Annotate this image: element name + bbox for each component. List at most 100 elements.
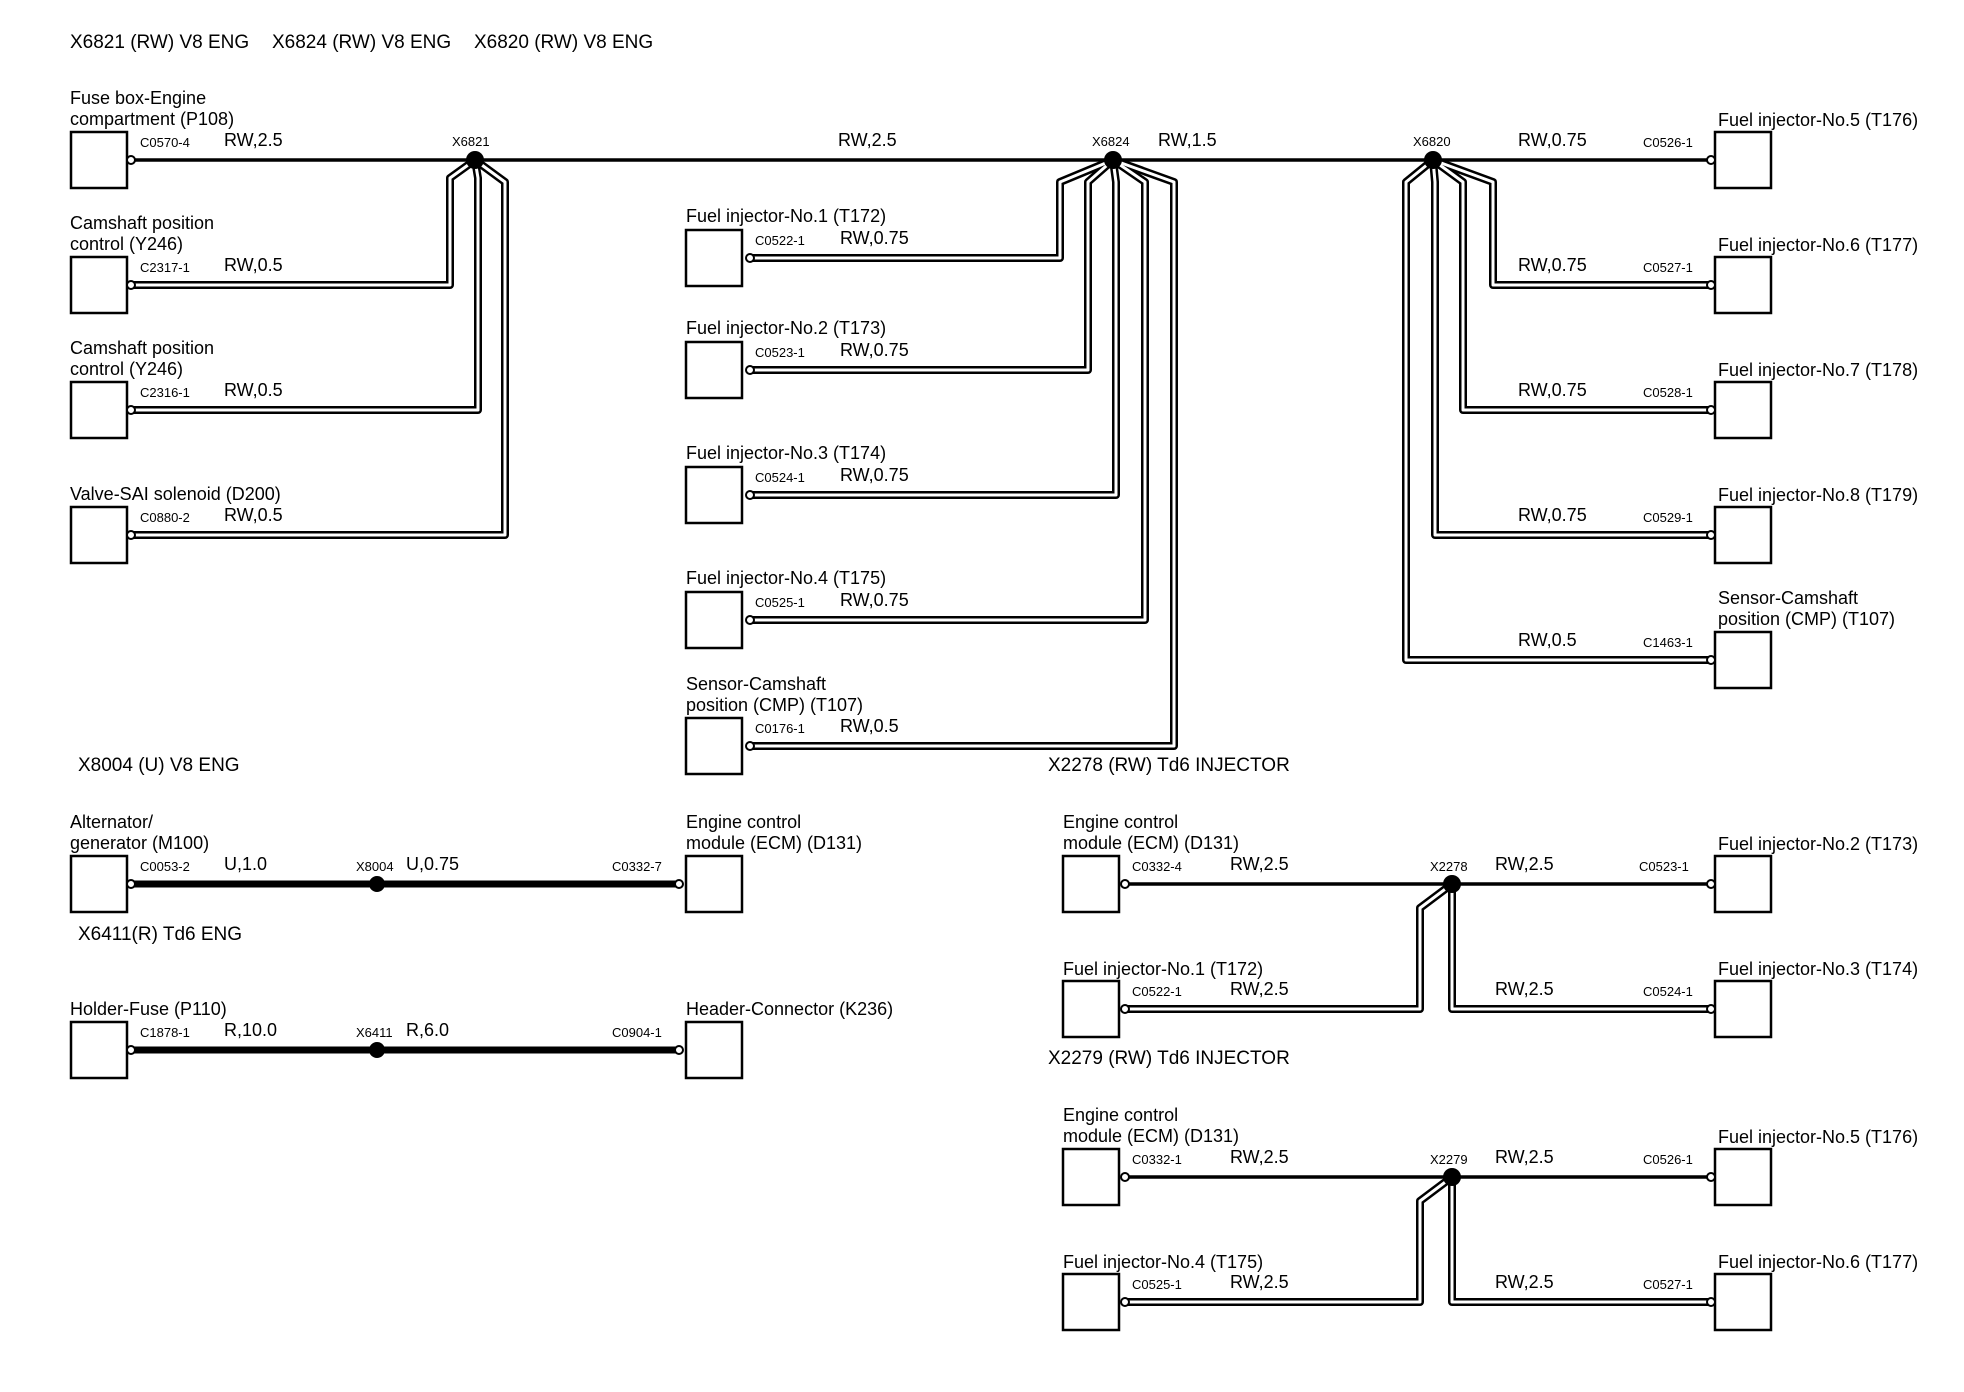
splice-label-x6820: X6820 [1413,134,1451,149]
component-label: Fuel injector-No.6 (T177) [1718,1252,1918,1272]
terminal [1706,405,1716,415]
component-box [1713,854,1773,914]
component-fuel-injector-6-t177: Fuel injector-No.6 (T177) C0527-1 RW,0.7… [1518,235,1918,315]
terminal [674,879,684,889]
section-title-x2279: X2279 (RW) Td6 INJECTOR [1048,1048,1290,1069]
pin-label: C0880-2 [140,510,190,525]
terminal [674,1045,684,1055]
pin-label: C0522-1 [755,233,805,248]
component-label: Fuel injector-No.2 (T173) [1718,834,1918,854]
component-label: Fuel injector-No.4 (T175) [1063,1252,1263,1272]
component-label: Alternator/ [70,812,153,832]
wire-label-x8004-out: U,0.75 [406,854,459,874]
pin-label: C0525-1 [1132,1277,1182,1292]
wire-label: RW,0.75 [1518,255,1587,275]
pin-label: C0904-1 [612,1025,662,1040]
wire-label: RW,2.5 [1230,854,1289,874]
wire-label: RW,0.75 [1518,130,1587,150]
terminal [1706,1172,1716,1182]
splice-x2279 [1443,1168,1461,1186]
header-x6824: X6824 (RW) V8 ENG [272,32,451,53]
splice-x6824 [1104,151,1122,169]
component-box [684,228,744,288]
pin-label: C0523-1 [755,345,805,360]
pin-label: C0525-1 [755,595,805,610]
splice-x8004 [369,876,385,892]
component-label: Fuel injector-No.3 (T174) [686,443,886,463]
terminal [745,741,755,751]
terminal [1706,155,1716,165]
terminal [745,365,755,375]
pin-label: C0176-1 [755,721,805,736]
component-label: Engine control [1063,1105,1178,1125]
component-label: Sensor-Camshaft [1718,588,1858,608]
wire-label: R,10.0 [224,1020,277,1040]
terminal [126,879,136,889]
component-box [69,1020,129,1080]
component-box [1061,979,1121,1039]
terminal [1120,1004,1130,1014]
terminal [745,490,755,500]
wire-label: RW,0.75 [1518,380,1587,400]
component-fuel-injector-1-t172-td6: Fuel injector-No.1 (T172) C0522-1 RW,2.5 [1061,959,1289,1039]
component-box [684,1020,744,1080]
component-fuel-injector-1-t172: Fuel injector-No.1 (T172) C0522-1 RW,0.7… [684,206,909,288]
terminal [1706,1004,1716,1014]
x6824-branches [750,156,1178,750]
splice-label-x8004: X8004 [356,859,394,874]
component-label: Camshaft position [70,213,214,233]
wire-label: RW,0.5 [1518,630,1577,650]
section-title-x2278: X2278 (RW) Td6 INJECTOR [1048,755,1290,776]
terminal [1120,879,1130,889]
component-fuel-injector-4-t175: Fuel injector-No.4 (T175) C0525-1 RW,0.7… [684,568,909,650]
pin-label: C0526-1 [1643,1152,1693,1167]
main-wire-label-a: RW,2.5 [838,130,897,150]
pin-label: C1878-1 [140,1025,190,1040]
component-label: Fuel injector-No.3 (T174) [1718,959,1918,979]
component-camshaft-control-y246-a: Camshaft position control (Y246) C2317-1… [69,213,283,315]
component-ecm-d131-x2279: Engine control module (ECM) (D131) C0332… [1061,1105,1289,1207]
component-label: module (ECM) (D131) [686,833,862,853]
terminal [1706,655,1716,665]
component-box [684,590,744,650]
wire-label: RW,0.5 [224,255,283,275]
splice-x6820 [1424,151,1442,169]
wire-label-x6411-out: R,6.0 [406,1020,449,1040]
pin-label: C0524-1 [1643,984,1693,999]
component-box [1713,1272,1773,1332]
pin-label: C0529-1 [1643,510,1693,525]
component-label: Engine control [1063,812,1178,832]
pin-label: C0526-1 [1643,135,1693,150]
component-label: control (Y246) [70,234,183,254]
pin-label: C0527-1 [1643,260,1693,275]
component-box [69,380,129,440]
component-fuse-box-p108: Fuse box-Engine compartment (P108) C0570… [69,88,283,190]
wire-label: RW,2.5 [1495,979,1554,999]
component-label: position (CMP) (T107) [1718,609,1895,629]
pin-label: C0522-1 [1132,984,1182,999]
pin-label: C0053-2 [140,859,190,874]
component-box [1713,380,1773,440]
component-header-connector-k236: Header-Connector (K236) C0904-1 [612,999,893,1080]
component-box [684,716,744,776]
wire-label: RW,2.5 [1230,979,1289,999]
header-x6821: X6821 (RW) V8 ENG [70,32,249,53]
component-label: generator (M100) [70,833,209,853]
wire-label: RW,2.5 [1495,1272,1554,1292]
component-fuel-injector-4-t175-td6: Fuel injector-No.4 (T175) C0525-1 RW,2.5 [1061,1252,1289,1332]
pin-label: C0570-4 [140,135,190,150]
splice-label-x2278: X2278 [1430,859,1468,874]
component-ecm-d131-x2278: Engine control module (ECM) (D131) C0332… [1061,812,1289,914]
component-label: Fuse box-Engine [70,88,206,108]
component-fuel-injector-6-t177-td6: Fuel injector-No.6 (T177) C0527-1 RW,2.5 [1495,1252,1918,1332]
component-label: Fuel injector-No.7 (T178) [1718,360,1918,380]
wire-label: RW,2.5 [1230,1147,1289,1167]
x6820-branches [1402,156,1711,664]
component-label: position (CMP) (T107) [686,695,863,715]
component-box [1713,630,1773,690]
wire-label: RW,2.5 [224,130,283,150]
pin-label: C0523-1 [1639,859,1689,874]
component-label: Fuel injector-No.5 (T176) [1718,1127,1918,1147]
main-wire-label-b: RW,1.5 [1158,130,1217,150]
component-label: compartment (P108) [70,109,234,129]
